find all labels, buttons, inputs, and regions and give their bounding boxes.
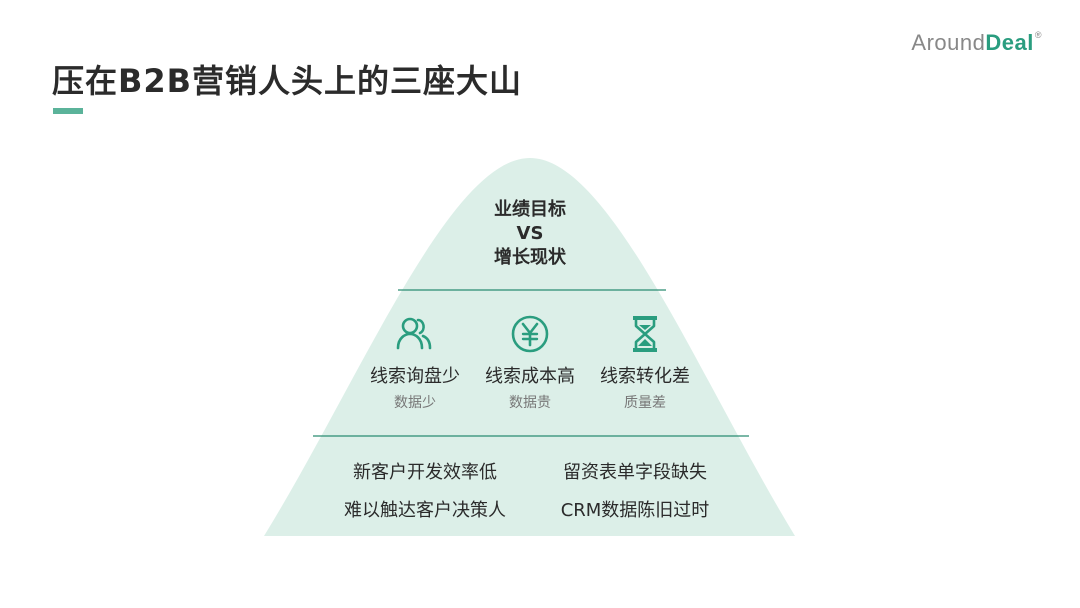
base-item: 难以触达客户决策人 xyxy=(344,500,506,521)
logo-around-text: Around xyxy=(911,30,986,55)
peak-line-2: VS xyxy=(516,223,544,244)
title-underline-bar xyxy=(53,108,83,114)
hourglass-icon xyxy=(633,316,657,352)
page-title: 压在B2B营销人头上的三座大山 xyxy=(52,62,523,100)
peak-line-3: 增长现状 xyxy=(494,247,566,268)
base-item: 留资表单字段缺失 xyxy=(563,462,707,483)
middle-item-subtitle: 质量差 xyxy=(624,395,666,411)
logo-deal-text: Deal xyxy=(985,30,1034,55)
middle-item-cost: 线索成本高 数据贵 xyxy=(470,312,590,412)
middle-item-inquiries: 线索询盘少 数据少 xyxy=(355,312,475,412)
mountain-fill xyxy=(264,158,795,536)
middle-item-conversion: 线索转化差 质量差 xyxy=(585,312,705,412)
mountain-peak-text: 业绩目标 VS 增长现状 xyxy=(430,198,630,270)
middle-item-subtitle: 数据少 xyxy=(394,395,436,411)
middle-item-title: 线索成本高 xyxy=(485,366,575,387)
logo-registered-mark: ® xyxy=(1034,30,1042,40)
middle-item-title: 线索转化差 xyxy=(600,366,690,387)
middle-item-title: 线索询盘少 xyxy=(370,366,460,387)
company-logo: AroundDeal® xyxy=(911,30,1042,56)
users-icon xyxy=(396,317,432,350)
middle-item-subtitle: 数据贵 xyxy=(509,395,551,411)
base-item: CRM数据陈旧过时 xyxy=(560,500,710,521)
peak-line-1: 业绩目标 xyxy=(494,199,566,220)
yen-icon xyxy=(511,315,549,353)
base-item: 新客户开发效率低 xyxy=(353,462,497,483)
